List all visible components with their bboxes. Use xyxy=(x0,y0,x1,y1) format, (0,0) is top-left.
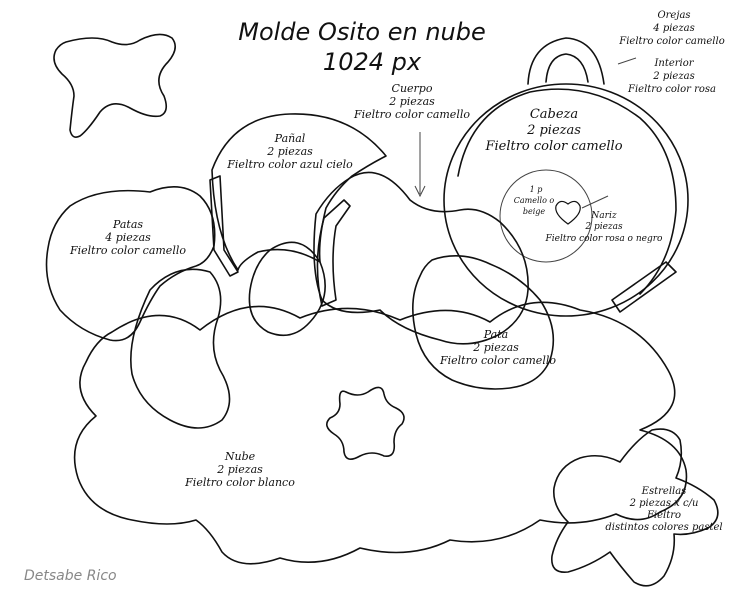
leg-outline-2 xyxy=(248,241,326,337)
estrellas-qty: 2 piezas x c/u xyxy=(629,498,699,509)
patas-material: Fieltro color camello xyxy=(69,244,186,257)
cloud-shape xyxy=(73,301,688,565)
nube-name: Nube xyxy=(224,450,256,463)
interior-name: Interior xyxy=(653,58,694,69)
paws-shape xyxy=(45,186,216,342)
body-shape xyxy=(313,171,529,345)
paw-shape xyxy=(412,255,555,390)
pata-name: Pata xyxy=(483,328,508,341)
estrellas-material-1: Fieltro xyxy=(646,510,681,521)
leg-outline xyxy=(130,268,231,429)
panal-name: Pañal xyxy=(274,132,306,145)
nose-label-arrow xyxy=(581,195,609,209)
ear-label-arrow xyxy=(617,57,637,65)
nube-qty: 2 piezas xyxy=(216,463,263,476)
title-line-1: Molde Osito en nube xyxy=(238,18,486,46)
nariz-qty: 2 piezas xyxy=(584,222,623,232)
head-inner-outline xyxy=(457,88,677,295)
interior-qty: 2 piezas xyxy=(652,71,694,82)
paw-band xyxy=(611,261,677,313)
pata-qty: 2 piezas xyxy=(472,341,519,354)
ear-shape xyxy=(527,37,605,85)
estrellas-name: Estrellas xyxy=(641,486,687,497)
cuerpo-material: Fieltro color camello xyxy=(353,108,470,121)
diaper-band xyxy=(209,175,239,277)
panal-material: Fieltro color azul cielo xyxy=(226,158,353,171)
panal-qty: 2 piezas xyxy=(266,145,313,158)
star-shape-center xyxy=(326,386,405,460)
orejas-name: Orejas xyxy=(657,10,690,21)
title-line-2: 1024 px xyxy=(323,48,422,76)
hocico-material-2: beige xyxy=(523,207,546,216)
cabeza-name: Cabeza xyxy=(530,107,578,122)
nose-heart xyxy=(555,200,581,225)
orejas-material: Fieltro color camello xyxy=(618,36,724,47)
body-side-band xyxy=(316,199,351,307)
cabeza-qty: 2 piezas xyxy=(526,123,581,138)
patas-qty: 4 piezas xyxy=(104,231,151,244)
cabeza-material: Fieltro color camello xyxy=(484,139,622,154)
nariz-name: Nariz xyxy=(590,211,616,221)
interior-material: Fieltro color rosa xyxy=(627,84,716,95)
head-shape xyxy=(443,83,689,317)
body-arrow-head xyxy=(414,185,426,198)
cuerpo-qty: 2 piezas xyxy=(388,95,435,108)
hocico-material-1: Camello o xyxy=(514,196,555,205)
signature: Detsabe Rico xyxy=(24,568,117,584)
star-shape-top-left xyxy=(53,33,176,138)
hocico-qty: 1 p xyxy=(530,185,543,194)
patas-name: Patas xyxy=(112,218,143,231)
nariz-material: Fieltro color rosa o negro xyxy=(545,234,663,244)
star-shape-bottom-right xyxy=(551,428,719,587)
cuerpo-name: Cuerpo xyxy=(392,82,433,95)
muzzle-circle xyxy=(499,169,593,263)
estrellas-material-2: distintos colores pastel xyxy=(605,522,722,533)
diaper-shape xyxy=(211,113,387,271)
nube-material: Fieltro color blanco xyxy=(184,476,295,489)
ear-inner-shape xyxy=(545,53,589,83)
pata-material: Fieltro color camello xyxy=(439,354,556,367)
orejas-qty: 4 piezas xyxy=(652,23,694,34)
